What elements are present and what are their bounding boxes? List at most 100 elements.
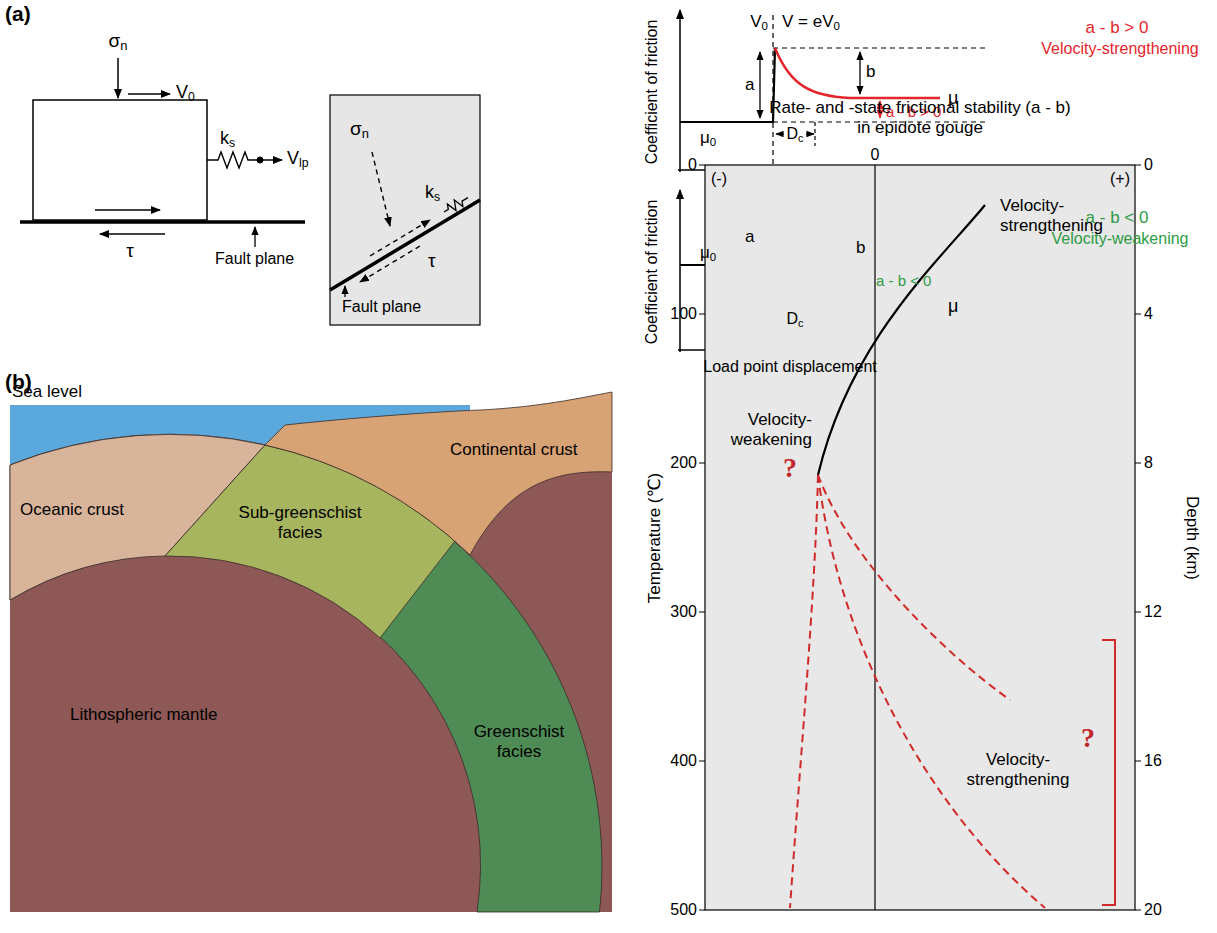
friction-graph xyxy=(806,133,814,134)
spring-slider xyxy=(254,227,255,247)
friction-graph xyxy=(773,47,985,48)
sign-label: (+) xyxy=(1110,170,1130,188)
fault-inset xyxy=(344,286,345,297)
stability-chart xyxy=(874,165,875,910)
tick-label: 500 xyxy=(670,901,697,919)
chart-title: Rate- and -state frictional stability (a… xyxy=(765,98,1075,137)
stability-chart xyxy=(699,612,705,613)
velocity-symbol: V = eV0 xyxy=(782,12,840,32)
velocity-symbol: V0 xyxy=(750,12,768,32)
tick-label: 0 xyxy=(871,146,880,164)
stability-chart xyxy=(1102,640,1115,905)
axis-title: Temperature (℃) xyxy=(645,473,665,604)
spring-slider xyxy=(263,159,282,161)
regime-label: Velocity-strengthening xyxy=(1000,196,1125,235)
friction-graph xyxy=(859,52,860,94)
tick-label: 0 xyxy=(1144,156,1153,174)
stability-chart xyxy=(705,165,1135,910)
fault-inset xyxy=(330,95,480,325)
stability-chart xyxy=(1135,910,1141,911)
fault-inset xyxy=(372,152,390,226)
region-label: Continental crust xyxy=(450,440,578,460)
fault-label: Fault plane xyxy=(342,298,421,316)
stability-chart xyxy=(699,314,705,315)
fault-label: Fault plane xyxy=(215,250,294,268)
panel-letter: (a) xyxy=(5,2,31,26)
fault-inset xyxy=(441,193,470,216)
friction-graph xyxy=(680,48,775,122)
friction-graph xyxy=(679,10,681,172)
stability-chart xyxy=(699,910,705,911)
friction-graph xyxy=(678,10,995,172)
stiffness-symbol: ks xyxy=(220,128,235,149)
stability-chart xyxy=(818,475,1010,700)
tick-label: 20 xyxy=(1144,901,1162,919)
friction-graph xyxy=(679,190,681,352)
friction-graph xyxy=(776,133,784,134)
stress-symbol: σn xyxy=(350,118,369,140)
spring-slider xyxy=(257,157,263,163)
stability-label: a - b < 0 xyxy=(876,272,931,289)
spring-slider xyxy=(100,233,165,235)
stress-symbol: τ xyxy=(428,250,436,272)
fault-inset xyxy=(370,220,430,256)
region-label: Sea level xyxy=(12,382,82,402)
question-mark: ? xyxy=(783,452,797,484)
region-label: Oceanic crust xyxy=(20,500,124,520)
stiffness-symbol: ks xyxy=(425,182,440,203)
spring-slider xyxy=(128,93,170,95)
stability-chart xyxy=(790,475,818,908)
stability-chart xyxy=(699,165,1141,910)
tick-label: 200 xyxy=(670,454,697,472)
friction-symbol: μ0 xyxy=(700,243,716,263)
stability-chart xyxy=(790,475,1045,908)
spring-slider xyxy=(207,152,257,168)
stability-label: a - b > 0 xyxy=(1086,18,1149,38)
regime-label: Velocity-strengthening xyxy=(962,750,1074,789)
subduction-section xyxy=(10,434,602,912)
tick-label: 8 xyxy=(1144,454,1153,472)
tick-label: 0 xyxy=(688,156,697,174)
stability-chart xyxy=(1135,761,1141,762)
tick-label: 100 xyxy=(670,305,697,323)
stress-symbol: τ xyxy=(126,240,134,262)
friction-symbol: μ0 xyxy=(700,128,716,148)
regime-label: Velocity-strengthening xyxy=(1041,40,1198,58)
stability-chart xyxy=(1135,463,1141,464)
spring-slider xyxy=(33,100,207,220)
stability-chart xyxy=(818,475,1045,908)
stability-chart xyxy=(1135,612,1141,613)
tick-label: 4 xyxy=(1144,305,1153,323)
question-mark: ? xyxy=(1081,722,1095,754)
parameter-label: a xyxy=(745,227,754,247)
stability-chart xyxy=(818,205,985,475)
distance-symbol: Dc xyxy=(787,125,804,143)
tick-label: 12 xyxy=(1144,603,1162,621)
tick-label: 400 xyxy=(670,752,697,770)
region-label: Lithospheric mantle xyxy=(70,705,217,725)
stability-chart xyxy=(699,165,705,166)
friction-graph xyxy=(759,52,760,118)
axis-title: Coefficient of friction xyxy=(643,20,661,165)
stability-chart xyxy=(699,463,705,464)
stress-symbol: σn xyxy=(109,30,128,52)
velocity-symbol: V0 xyxy=(176,82,195,103)
sign-label: (-) xyxy=(711,170,727,188)
fault-inset xyxy=(441,193,470,216)
spring-slider xyxy=(95,209,160,211)
spring-slider xyxy=(20,220,305,224)
distance-symbol: Dc xyxy=(787,310,804,328)
fault-inset xyxy=(330,95,480,325)
friction-graph xyxy=(814,122,815,146)
region-label: Sub-greenschist facies xyxy=(235,503,365,542)
regime-label: Velocity-weakening xyxy=(717,410,812,449)
friction-graph xyxy=(775,48,940,98)
axis-title: Coefficient of friction xyxy=(643,200,661,345)
stability-chart xyxy=(1135,314,1141,315)
tick-label: 300 xyxy=(670,603,697,621)
stability-chart xyxy=(699,761,705,762)
fault-inset xyxy=(360,246,420,282)
axis-title: Depth (km) xyxy=(1182,496,1202,580)
spring-slider xyxy=(117,58,119,98)
